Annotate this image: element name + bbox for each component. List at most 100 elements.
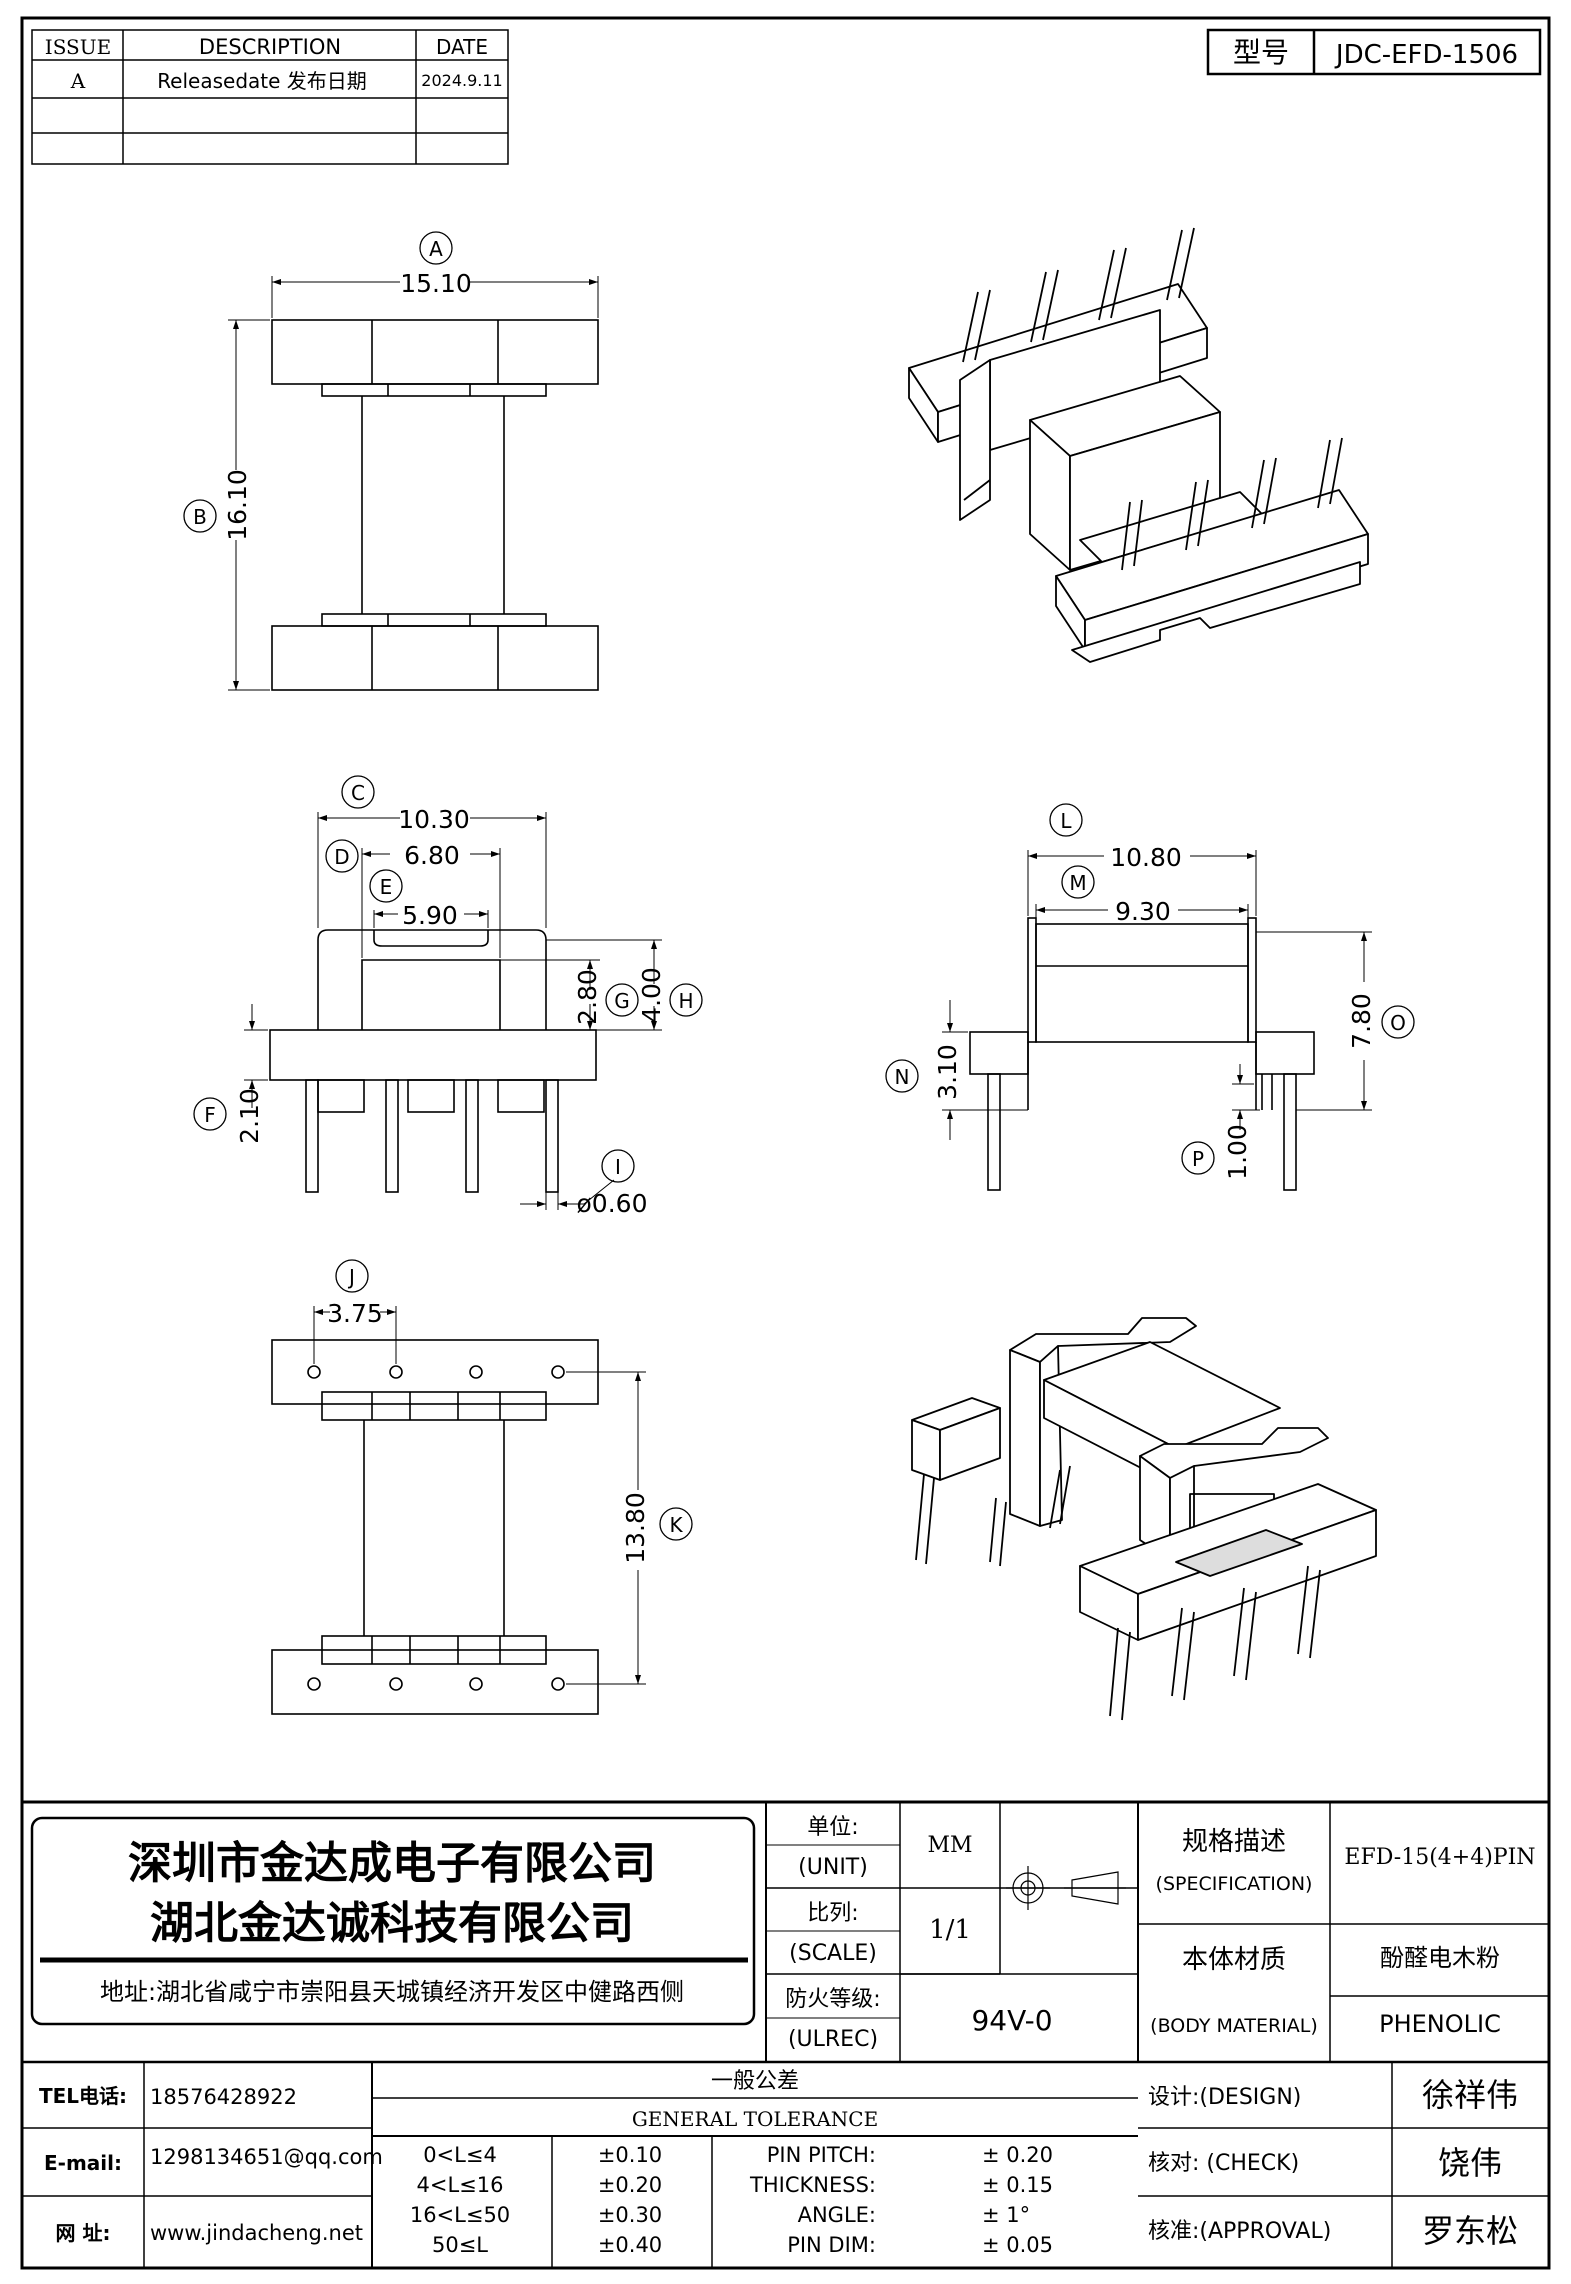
tol-item-value-2: ± 0.15: [982, 2173, 1053, 2197]
dim-n-value: 3.10: [933, 1044, 962, 1100]
callout-p-letter: P: [1192, 1147, 1204, 1171]
tel-value: 18576428922: [150, 2085, 297, 2109]
tol-item-pin-pitch: PIN PITCH:: [767, 2143, 876, 2167]
tel-label: TEL电话:: [39, 2084, 127, 2108]
callout-d-letter: D: [334, 845, 349, 869]
model-label: 型号: [1233, 36, 1289, 69]
tol-range-4: 50≤L: [432, 2233, 488, 2257]
callout-g: [605, 983, 639, 1017]
callout-l: [1049, 803, 1083, 837]
dim-m-value: 9.30: [1115, 897, 1171, 926]
dim-o-value: 7.80: [1347, 993, 1376, 1049]
tol-value-4: ±0.40: [598, 2233, 662, 2257]
rev-header-date: DATE: [436, 35, 488, 59]
ulrec-label-en: (ULREC): [788, 2027, 878, 2052]
callout-k-letter: K: [669, 1513, 683, 1537]
company-name-2: 湖北金达诚科技有限公司: [150, 1898, 634, 1949]
callout-n: [885, 1059, 919, 1093]
unit-label: 单位:: [807, 1815, 858, 1840]
company-name-1: 深圳市金达成电子有限公司: [128, 1838, 656, 1889]
dim-f-value: 2.10: [235, 1088, 264, 1144]
web-label: 网 址:: [56, 2221, 111, 2245]
dim-a-value: 15.10: [400, 269, 472, 298]
tol-value-3: ±0.30: [598, 2203, 662, 2227]
rev-issue-a: A: [70, 69, 86, 93]
callout-k: [659, 1507, 693, 1541]
callout-l-letter: L: [1060, 809, 1072, 833]
approval-name: 罗东松: [1422, 2212, 1518, 2250]
tol-item-thickness: THICKNESS:: [749, 2173, 876, 2197]
unit-label-en: (UNIT): [798, 1855, 868, 1880]
check-name: 饶伟: [1438, 2144, 1502, 2182]
callout-b-letter: B: [193, 505, 207, 529]
specification-label-en: (SPECIFICATION): [1156, 1873, 1313, 1895]
rev-date-a: 2024.9.11: [421, 71, 502, 90]
dim-c-value: 10.30: [398, 805, 470, 834]
dim-p-value: 1.00: [1223, 1124, 1252, 1180]
tol-item-angle: ANGLE:: [798, 2203, 876, 2227]
sheet-border: [20, 16, 1551, 2270]
tol-item-pin-dim: PIN DIM:: [787, 2233, 876, 2257]
scale-label-en: (SCALE): [789, 1941, 877, 1966]
tol-range-2: 4<L≤16: [417, 2173, 504, 2197]
tol-value-1: ±0.10: [598, 2143, 662, 2167]
body-material-value-en: PHENOLIC: [1379, 2010, 1501, 2038]
callout-c: [341, 775, 375, 809]
callout-p: [1181, 1141, 1215, 1175]
body-material-label-en: (BODY MATERIAL): [1150, 2015, 1318, 2037]
callout-e: [369, 869, 403, 903]
dim-g-value: 2.80: [573, 969, 602, 1025]
email-value: 1298134651@qq.com: [150, 2145, 383, 2169]
callout-a: [419, 231, 453, 265]
callout-m: [1061, 865, 1095, 899]
side-view: [942, 850, 1372, 1191]
scale-value: 1/1: [929, 1915, 971, 1945]
callout-g-letter: G: [614, 989, 630, 1013]
callout-e-letter: E: [380, 875, 393, 899]
rev-header-description: DESCRIPTION: [199, 35, 341, 59]
tol-range-1: 0<L≤4: [423, 2143, 497, 2167]
callout-b: [183, 499, 217, 533]
model-value: JDC-EFD-1506: [1334, 40, 1518, 70]
projection-symbol: [1006, 1866, 1126, 1910]
email-label: E-mail:: [44, 2151, 122, 2175]
company-address: 地址:湖北省咸宁市崇阳县天城镇经济开发区中健路西侧: [100, 1978, 684, 2006]
callout-m-letter: M: [1069, 871, 1086, 895]
callout-j-letter: J: [347, 1265, 355, 1289]
tolerance-title-cn: 一般公差: [711, 2069, 799, 2094]
callout-f: [193, 1097, 227, 1131]
callout-d: [325, 839, 359, 873]
callout-a-letter: A: [429, 237, 443, 261]
ulrec-value: 94V-0: [971, 2004, 1052, 2037]
unit-value: MM: [927, 1833, 972, 1858]
revision-table: [31, 29, 509, 165]
body-material-value-cn: 酚醛电木粉: [1380, 1944, 1500, 1972]
approval-label: 核准:(APPROVAL): [1148, 2219, 1331, 2244]
rev-header-issue: ISSUE: [45, 35, 111, 59]
dim-i-value: ø0.60: [577, 1189, 648, 1218]
top-view: [228, 276, 599, 691]
tol-value-2: ±0.20: [598, 2173, 662, 2197]
specification-label: 规格描述: [1182, 1827, 1286, 1857]
model-box: [1206, 28, 1542, 76]
dim-e-value: 5.90: [402, 901, 458, 930]
front-view: [244, 812, 662, 1210]
callout-f-letter: F: [204, 1103, 216, 1127]
tol-item-value-3: ± 1°: [982, 2203, 1030, 2227]
dim-d-value: 6.80: [404, 841, 460, 870]
callout-n-letter: N: [895, 1065, 910, 1089]
design-name: 徐祥伟: [1422, 2076, 1518, 2114]
dim-j-value: 3.75: [327, 1299, 383, 1328]
scale-label: 比列:: [807, 1901, 858, 1926]
dim-k-value: 13.80: [621, 1492, 650, 1564]
web-value: www.jindacheng.net: [150, 2221, 363, 2245]
title-block-frame: [22, 1800, 1549, 2268]
dim-l-value: 10.80: [1110, 843, 1182, 872]
callout-h: [669, 983, 703, 1017]
tol-item-value-4: ± 0.05: [982, 2233, 1053, 2257]
callout-j: [335, 1259, 369, 1293]
tolerance-title-en: GENERAL TOLERANCE: [632, 2107, 878, 2131]
callout-o: [1381, 1005, 1415, 1039]
design-label: 设计:(DESIGN): [1148, 2085, 1301, 2110]
